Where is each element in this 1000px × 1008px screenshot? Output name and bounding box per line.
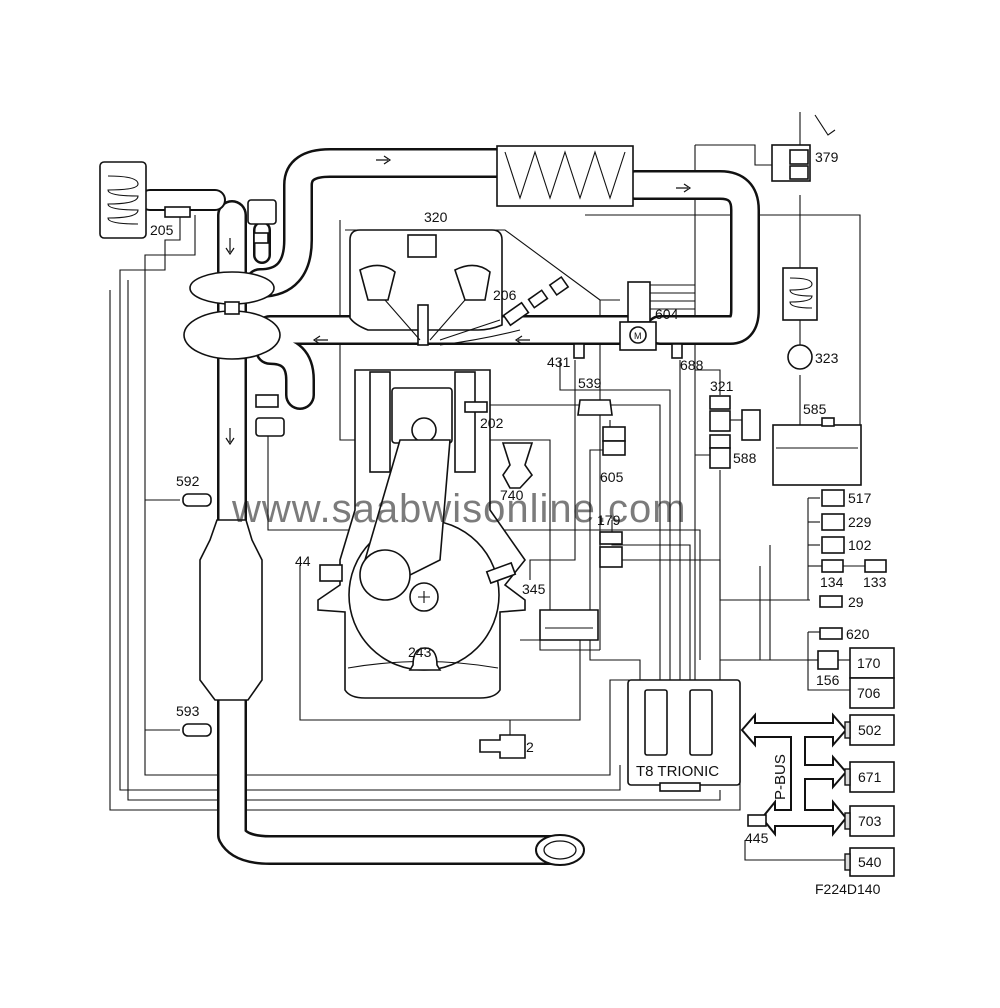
oil-sump <box>539 609 599 641</box>
label-179: 179 <box>597 512 621 528</box>
label-688: 688 <box>680 357 704 373</box>
label-206: 206 <box>493 287 517 303</box>
throttle-body: M <box>619 281 657 351</box>
p-bus-arrow <box>740 712 848 837</box>
modules <box>747 647 895 877</box>
fuel-tank <box>772 417 862 486</box>
label-740: 740 <box>500 487 524 503</box>
evap-canister <box>782 267 818 321</box>
ecu-box <box>627 679 741 792</box>
figure-code: F224D140 <box>815 881 881 897</box>
label-604: 604 <box>655 306 679 322</box>
label-539: 539 <box>578 375 602 391</box>
exhaust-tip <box>535 834 585 866</box>
watermark-text: www.saabwisonline.com <box>231 487 687 531</box>
component-labels: 205 320 206 604 431 688 539 321 585 202 … <box>150 149 887 897</box>
wastegate-actuator <box>247 199 285 437</box>
injector <box>502 275 570 327</box>
fuel-pump <box>787 344 813 370</box>
label-202: 202 <box>480 415 504 431</box>
intercooler <box>496 145 634 207</box>
label-320: 320 <box>424 209 448 225</box>
label-44: 44 <box>295 553 311 569</box>
label-703: 703 <box>858 813 882 829</box>
label-243: 243 <box>408 644 432 660</box>
label-379: 379 <box>815 149 839 165</box>
label-431: 431 <box>547 354 571 370</box>
label-605: 605 <box>600 469 624 485</box>
ecu-label: T8 TRIONIC <box>636 763 719 780</box>
label-321: 321 <box>710 378 734 394</box>
label-593: 593 <box>176 703 200 719</box>
label-502: 502 <box>858 722 882 738</box>
label-134: 134 <box>820 574 844 590</box>
label-133: 133 <box>863 574 887 590</box>
label-585: 585 <box>803 401 827 417</box>
label-540: 540 <box>858 854 882 870</box>
svg-text:M: M <box>634 331 642 341</box>
sensors <box>164 112 887 759</box>
label-445: 445 <box>745 830 769 846</box>
label-671: 671 <box>858 769 882 785</box>
engine-block <box>317 229 526 699</box>
label-517: 517 <box>848 490 872 506</box>
label-588: 588 <box>733 450 757 466</box>
air-filter <box>99 161 147 239</box>
label-706: 706 <box>857 685 881 701</box>
label-156: 156 <box>816 672 840 688</box>
p-bus-label: P-BUS <box>772 754 789 800</box>
label-2: 2 <box>526 739 534 755</box>
label-592: 592 <box>176 473 200 489</box>
label-102: 102 <box>848 537 872 553</box>
label-29: 29 <box>848 594 864 610</box>
catalytic-converter <box>199 519 263 701</box>
label-205: 205 <box>150 222 174 238</box>
label-620: 620 <box>846 626 870 642</box>
label-345: 345 <box>522 581 546 597</box>
label-229: 229 <box>848 514 872 530</box>
label-323: 323 <box>815 350 839 366</box>
turbocharger <box>183 271 281 360</box>
label-170: 170 <box>857 655 881 671</box>
flow-arrows <box>225 155 692 446</box>
